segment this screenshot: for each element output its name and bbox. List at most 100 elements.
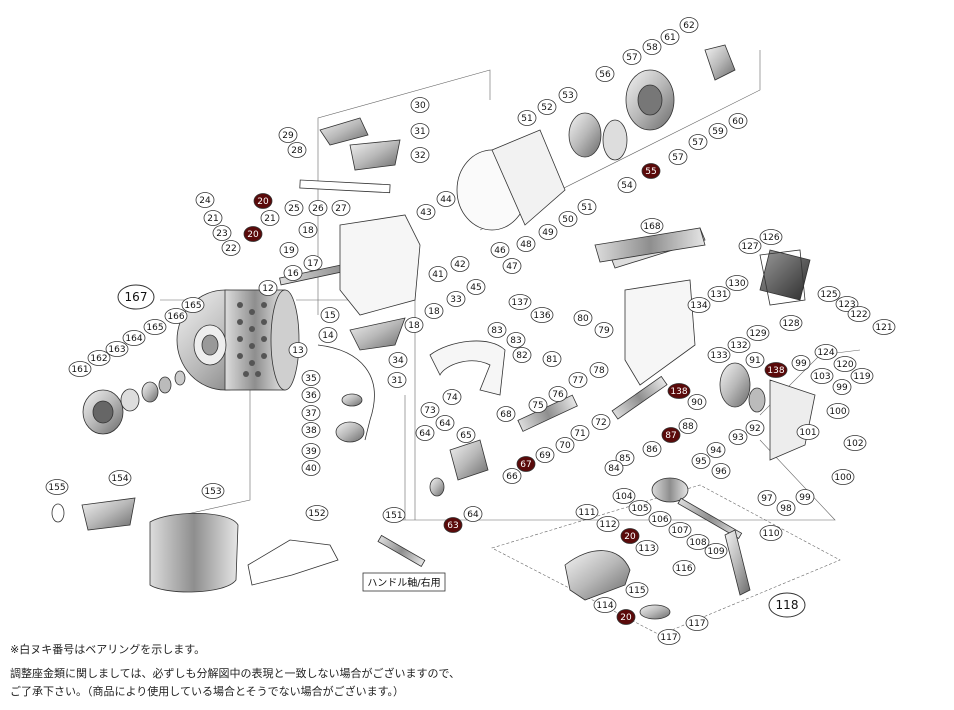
callout-number: 97	[761, 494, 772, 504]
callout-number: 20	[620, 613, 632, 623]
callout-number: 24	[199, 196, 211, 206]
callout-number: 119	[853, 372, 870, 382]
bearing-note: ※白ヌキ番号はベアリングを示します。	[10, 643, 206, 656]
callout-number: 76	[552, 390, 564, 400]
part-callout: 82	[512, 347, 532, 363]
part-callout: 73	[420, 402, 440, 418]
parts	[51, 44, 816, 620]
callout-number: 81	[546, 355, 557, 365]
shim-note-line2: ご了承下さい。（商品により使用している場合とそうでない場合がございます。）	[10, 685, 405, 698]
part-callout: 46	[490, 242, 510, 258]
part-callout: 53	[558, 87, 578, 103]
part-callout: 165	[181, 297, 205, 313]
callout-number: 117	[688, 619, 705, 629]
callout-number: 113	[638, 544, 655, 554]
part-callout: 119	[850, 368, 874, 384]
callout-number: 109	[707, 547, 724, 557]
callout-number: 60	[732, 117, 744, 127]
callout-number: 126	[762, 233, 779, 243]
part-callout: 125	[817, 286, 841, 302]
part-callout: 23	[212, 225, 232, 241]
callout-number: 12	[262, 284, 273, 294]
bearing-callout: 20	[620, 528, 640, 544]
callout-number: 42	[454, 260, 465, 270]
callout-number: 61	[664, 33, 675, 43]
callout-number: 56	[599, 70, 611, 80]
part-callout: 108	[686, 534, 710, 550]
callout-number: 23	[216, 229, 227, 239]
part-callout: 34	[388, 352, 408, 368]
callout-number: 124	[817, 348, 834, 358]
callout-number: 152	[308, 509, 325, 519]
part-callout: 136	[530, 307, 554, 323]
part-callout: 91	[745, 352, 765, 368]
bearing-callout: 138	[667, 383, 691, 399]
callout-number: 73	[424, 406, 435, 416]
part-callout: 36	[301, 387, 321, 403]
callout-number: 75	[532, 401, 543, 411]
part-callout: 116	[672, 560, 696, 576]
callout-number: 21	[207, 214, 218, 224]
callout-number: 116	[675, 564, 692, 574]
part-callout: 33	[446, 291, 466, 307]
callout-number: 18	[428, 307, 440, 317]
part-callout: 22	[221, 240, 241, 256]
part-callout: 121	[872, 319, 896, 335]
part-callout: 51	[577, 199, 597, 215]
callout-number: 33	[450, 295, 461, 305]
callout-number: 137	[511, 298, 528, 308]
callout-number: 16	[287, 269, 299, 279]
callout-number: 67	[520, 460, 531, 470]
callout-number: 39	[305, 447, 317, 457]
part-callout: 80	[573, 310, 593, 326]
callout-number: 93	[732, 433, 743, 443]
part-callout: 28	[287, 142, 307, 158]
callout-number: 112	[599, 520, 616, 530]
callout-number: 129	[749, 329, 766, 339]
callout-number: 72	[595, 418, 606, 428]
part-callout: 163	[105, 341, 129, 357]
part-callout: 15	[320, 307, 340, 323]
part-callout: 109	[704, 543, 728, 559]
callout-number: 136	[533, 311, 550, 321]
part-callout: 59	[708, 123, 728, 139]
callout-number: 49	[542, 228, 554, 238]
part-callout: 162	[87, 350, 111, 366]
part-callout: 74	[442, 389, 462, 405]
callout-number: 30	[414, 101, 426, 111]
part-callout: 60	[728, 113, 748, 129]
callout-number: 87	[665, 431, 676, 441]
callout-number: 43	[420, 208, 431, 218]
part-callout: 96	[711, 463, 731, 479]
handle-shaft-label: ハンドル軸/右用	[367, 576, 440, 589]
callout-number: 51	[521, 114, 532, 124]
part-callout: 86	[642, 441, 662, 457]
part-callout: 65	[456, 427, 476, 443]
callout-number: 128	[782, 319, 799, 329]
callout-number: 63	[447, 521, 458, 531]
callout-number: 35	[305, 374, 316, 384]
part-callout: 40	[301, 460, 321, 476]
part-callout: 117	[685, 615, 709, 631]
part-callout: 27	[331, 200, 351, 216]
callout-number: 20	[247, 230, 259, 240]
callout-number: 165	[146, 323, 163, 333]
part-callout: 79	[594, 322, 614, 338]
callout-number: 107	[671, 526, 688, 536]
callout-number: 57	[626, 53, 637, 63]
bearing-callout: 20	[616, 609, 636, 625]
callout-number: 104	[615, 492, 632, 502]
callout-number: 18	[408, 321, 420, 331]
part-callout: 128	[779, 315, 803, 331]
callout-number: 166	[167, 312, 184, 322]
part-callout: 165	[143, 319, 167, 335]
callout-number: 133	[710, 351, 727, 361]
callout-number: 32	[414, 151, 425, 161]
callout-number: 154	[111, 474, 128, 484]
part-callout: 120	[833, 356, 857, 372]
part-callout: 64	[415, 425, 435, 441]
part-callout: 21	[260, 210, 280, 226]
callout-number: 29	[282, 131, 294, 141]
